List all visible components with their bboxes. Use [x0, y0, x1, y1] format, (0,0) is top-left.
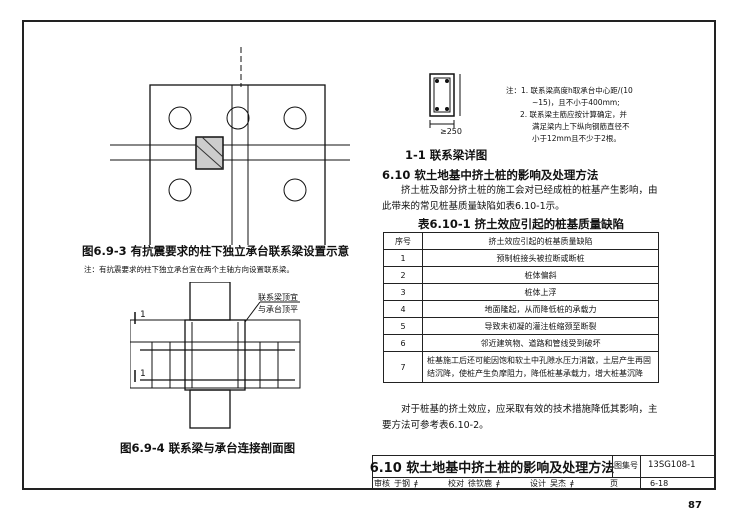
beam-note-line-2: ~15)，且不小于400mm;	[532, 98, 620, 107]
row-no: 4	[383, 300, 423, 318]
figure-6-9-4-caption: 图6.9-4 联系梁与承台连接剖面图	[120, 441, 296, 455]
section-heading: 6.10 软土地基中挤土桩的影响及处理方法	[382, 168, 599, 182]
signature-row: 审核 于钢 ǂ 校对 徐钦鹿 ǂ 设计 吴杰 ǂ 页 6-18	[372, 477, 716, 490]
table-title: 表6.10-1 挤土效应引起的桩基质量缺陷	[418, 217, 625, 231]
cut-mark-bottom: 1	[140, 369, 146, 379]
figure-6-9-4-label-top: 联系梁顶宜	[258, 293, 298, 302]
pile-cap-plan-drawing	[110, 47, 350, 245]
checker-label: 校对	[448, 479, 464, 488]
row-defect: 导致未初凝的灌注桩缩颈至断裂	[422, 317, 659, 335]
row-no: 2	[383, 266, 423, 284]
drawing-frame	[22, 20, 716, 490]
atlas-label: 图集号	[614, 461, 638, 470]
beam-note-line-3: 2. 联系梁主筋应按计算确定，并	[520, 110, 628, 119]
header-no: 序号	[383, 232, 423, 250]
figure-6-9-4-label-bottom: 与承台顶平	[258, 305, 298, 314]
header-defect: 挤土效应引起的桩基质量缺陷	[422, 232, 659, 250]
row-defect: 桩体上浮	[422, 283, 659, 301]
row-defect: 地面隆起，从而降低桩的承载力	[422, 300, 659, 318]
beam-cap-section-drawing	[130, 282, 301, 429]
row-defect: 预制桩接头被拉断或断桩	[422, 249, 659, 267]
page-label: 页	[610, 479, 618, 488]
row-defect: 桩基施工后还可能因饱和软土中孔隙水压力消散，土层产生再固结沉降，使桩产生负摩阻力…	[422, 351, 659, 383]
figure-6-9-3-caption: 图6.9-3 有抗震要求的柱下独立承台联系梁设置示意	[82, 244, 350, 258]
atlas-number: 13SG108-1	[648, 460, 696, 470]
designer-signature: ǂ	[570, 479, 574, 488]
row-no: 6	[383, 334, 423, 352]
reviewer-label: 审核	[374, 479, 390, 488]
reviewer-signature: ǂ	[414, 479, 418, 488]
row-no: 7	[383, 351, 423, 383]
checker-signature: ǂ	[496, 479, 500, 488]
beam-note-line-1: 注：1. 联系梁高度h取承台中心距/(10	[506, 86, 633, 95]
title-block-sep	[612, 455, 613, 477]
row-no: 5	[383, 317, 423, 335]
row-defect: 邻近建筑物、道路和管线受到破坏	[422, 334, 659, 352]
figure-6-9-3-note: 注：有抗震要求的柱下独立承台宜在两个主轴方向设置联系梁。	[84, 265, 294, 274]
checker-name: 徐钦鹿	[468, 479, 492, 488]
table-header-row: 序号 挤土效应引起的桩基质量缺陷	[383, 232, 659, 250]
row-no: 1	[383, 249, 423, 267]
title-block-divider	[372, 477, 716, 478]
row-defect: 桩体偏斜	[422, 266, 659, 284]
page-ref: 6-18	[650, 479, 669, 488]
beam-section-detail-drawing	[429, 73, 461, 128]
section-outro: 对于桩基的挤土效应，应采取有效的技术措施降低其影响，主要方法可参考表6.10-2…	[382, 404, 658, 431]
section-intro: 挤土桩及部分挤土桩的施工会对已经成桩的桩基产生影响，由此带来的常见桩基质量缺陷如…	[382, 185, 658, 212]
title-block-sep-2	[640, 455, 641, 490]
page-number: 87	[688, 500, 702, 511]
figure-1-1-caption: 1-1 联系梁详图	[405, 148, 488, 162]
beam-note-line-4: 满足梁内上下纵向钢筋直径不	[532, 122, 630, 131]
row-no: 3	[383, 283, 423, 301]
beam-note-line-5: 小于12mm且不少于2根。	[532, 134, 621, 143]
reviewer-name: 于钢	[394, 479, 410, 488]
cut-mark-top: 1	[140, 310, 146, 320]
beam-width-dimension: ≥250	[440, 127, 462, 136]
designer-name: 吴杰	[550, 479, 566, 488]
title-block-title: 6.10 软土地基中挤土桩的影响及处理方法	[369, 460, 615, 476]
title-block	[372, 455, 716, 490]
designer-label: 设计	[530, 479, 546, 488]
